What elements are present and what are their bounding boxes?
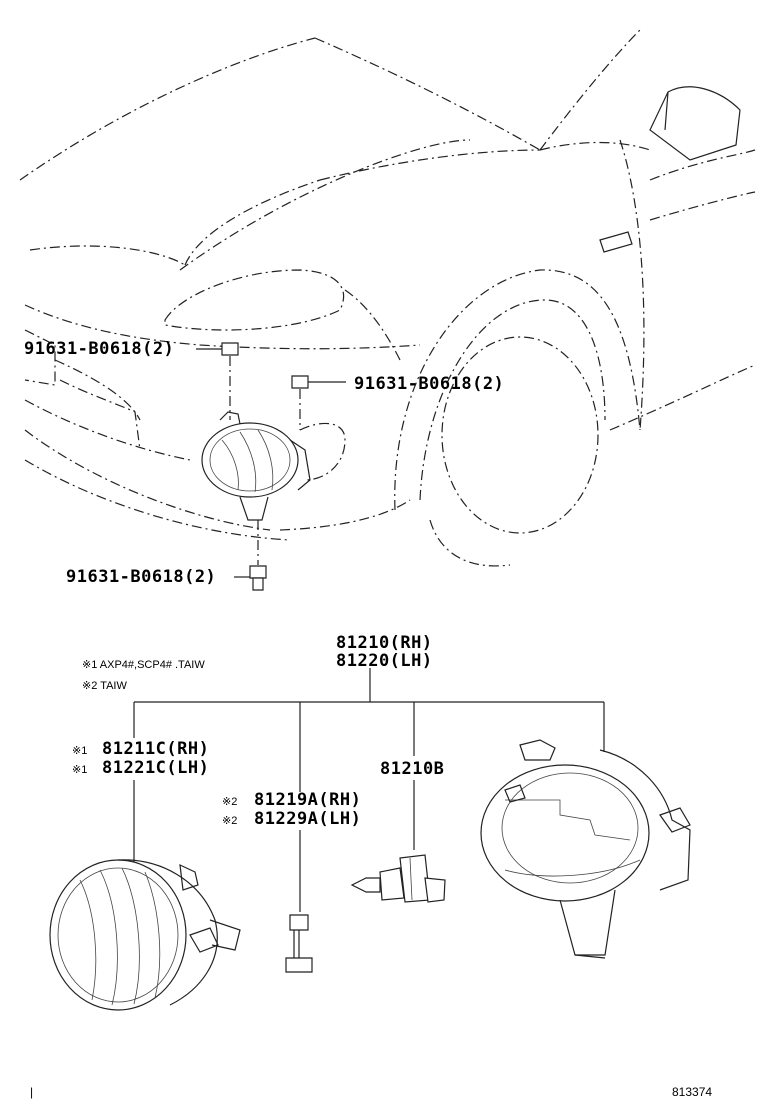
car-body-outline bbox=[19, 29, 756, 567]
callout-bolt-right: 91631-B0618(2) bbox=[354, 374, 504, 394]
installed-fog-lamp bbox=[201, 411, 311, 521]
marker-socket-lh: ※2 bbox=[222, 815, 237, 827]
diagram-id: 813374 bbox=[672, 1085, 712, 1099]
fog-lamp-housing bbox=[480, 739, 691, 959]
callout-tree bbox=[133, 668, 605, 912]
bolt-right-top bbox=[291, 375, 346, 430]
note-applicability-2: ※2 TAIW bbox=[82, 680, 127, 692]
bulb-socket bbox=[285, 914, 313, 973]
callout-bolt-left: 91631-B0618(2) bbox=[24, 339, 174, 359]
note-applicability-1: ※1 AXP4#,SCP4# .TAIW bbox=[82, 659, 205, 671]
fog-lamp-lens bbox=[49, 859, 241, 1011]
marker-lens-rh: ※1 bbox=[72, 745, 87, 757]
callout-bulb: 81210B bbox=[380, 759, 444, 779]
callout-lens-rh: 81211C(RH) bbox=[102, 739, 209, 759]
callout-bolt-bottom: 91631-B0618(2) bbox=[66, 567, 216, 587]
footer-left-mark: | bbox=[30, 1085, 33, 1099]
bolt-left-top bbox=[196, 342, 239, 420]
callout-socket-lh: 81229A(LH) bbox=[254, 809, 361, 829]
bolt-bottom bbox=[234, 520, 267, 591]
fog-lamp-bulb bbox=[350, 854, 446, 903]
marker-socket-rh: ※2 bbox=[222, 796, 237, 808]
callout-assy-rh: 81210(RH) bbox=[336, 633, 433, 653]
marker-lens-lh: ※1 bbox=[72, 764, 87, 776]
callout-lens-lh: 81221C(LH) bbox=[102, 758, 209, 778]
callout-socket-rh: 81219A(RH) bbox=[254, 790, 361, 810]
callout-assy-lh: 81220(LH) bbox=[336, 651, 433, 671]
